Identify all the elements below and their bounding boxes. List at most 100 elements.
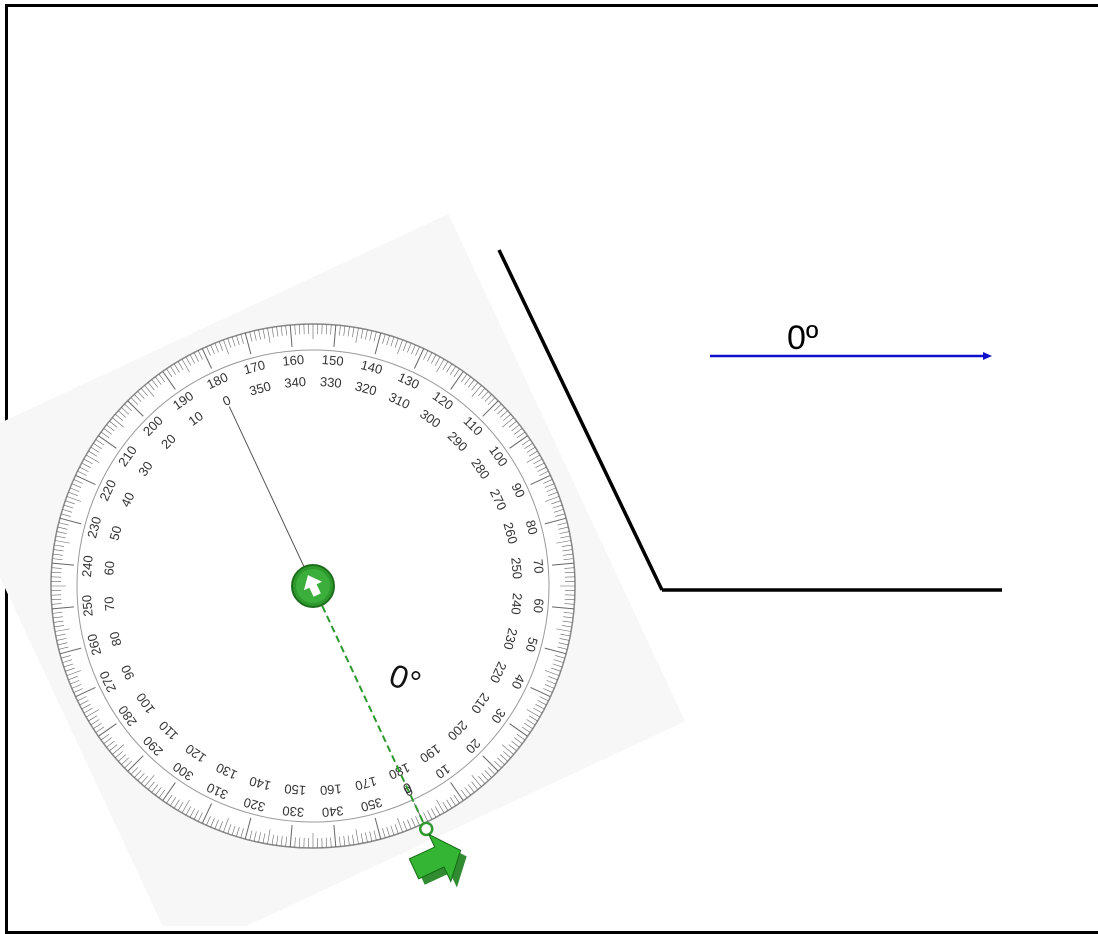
- protractor-tick: [544, 647, 567, 655]
- protractor-tick: [537, 466, 547, 472]
- protractor-tick: [193, 810, 199, 820]
- protractor-tick: [79, 700, 89, 706]
- protractor-tick: [526, 709, 541, 718]
- protractor-tick: [521, 726, 531, 733]
- protractor-tick: [95, 439, 105, 446]
- protractor-scale-label: 60: [101, 560, 117, 576]
- protractor-tick: [562, 549, 573, 552]
- protractor-tick: [544, 483, 555, 488]
- move-arrows-icon[interactable]: [291, 564, 335, 608]
- protractor-tick: [530, 474, 551, 486]
- protractor-tick: [561, 544, 572, 547]
- protractor-tick: [564, 603, 575, 605]
- protractor-zero-line: [228, 406, 314, 587]
- protractor-tick: [407, 342, 412, 353]
- protractor-tick: [560, 585, 575, 587]
- protractor-scale-label: 40: [118, 490, 138, 509]
- protractor-scale-label: 350: [248, 378, 273, 398]
- protractor-tick: [51, 562, 74, 566]
- protractor-tick: [276, 326, 279, 337]
- protractor-tick: [83, 458, 93, 465]
- protractor-tick: [478, 388, 486, 397]
- protractor-tick: [563, 558, 574, 560]
- protractor-tick: [484, 770, 492, 778]
- protractor-tick: [552, 606, 575, 610]
- protractor-tick: [382, 334, 386, 344]
- protractor-tick: [112, 417, 124, 428]
- protractor-tick: [109, 744, 118, 752]
- protractor-tick: [240, 334, 244, 344]
- protractor-tick: [56, 638, 67, 641]
- protractor-tick: [494, 403, 502, 412]
- protractor-scale-label: 50: [523, 636, 541, 654]
- protractor-tick: [482, 400, 499, 417]
- protractor-tick: [280, 836, 283, 847]
- protractor-tick: [427, 810, 433, 820]
- protractor-tick: [539, 696, 549, 702]
- protractor-tick: [100, 733, 110, 741]
- protractor-tick: [556, 540, 572, 544]
- protractor-scale-label: 160: [282, 352, 305, 369]
- protractor-tick: [93, 443, 102, 450]
- protractor-tick: [563, 553, 574, 556]
- protractor-tick: [158, 789, 166, 799]
- protractor-tick: [502, 413, 511, 421]
- protractor-tick: [147, 781, 155, 790]
- protractor-tick: [115, 413, 124, 421]
- protractor-scale-label: 320: [242, 795, 267, 815]
- protractor-tick: [415, 346, 420, 356]
- protractor-tick: [552, 562, 575, 566]
- measuring-arm-line[interactable]: [312, 585, 428, 830]
- reference-ray[interactable]: 0º: [710, 319, 992, 360]
- protractor-scale-label: 230: [84, 515, 104, 540]
- protractor-tick: [66, 670, 81, 676]
- protractor-tick: [166, 794, 173, 804]
- protractor-scale-label: 150: [284, 781, 307, 798]
- protractor-scale-label: 60: [531, 598, 547, 614]
- protractor-tick: [312, 324, 314, 339]
- protractor-tick: [88, 715, 98, 722]
- protractor-tick: [382, 828, 386, 838]
- protractor-tick: [526, 719, 536, 726]
- protractor-tick: [298, 324, 301, 335]
- protractor-tick: [509, 435, 528, 449]
- protractor-tick: [197, 350, 203, 360]
- protractor-tick: [546, 680, 557, 685]
- protractor-tick: [223, 339, 229, 354]
- angle-figure[interactable]: [497, 249, 1002, 592]
- protractor-tick: [509, 723, 528, 737]
- rotate-arrow-icon[interactable]: [403, 824, 476, 901]
- protractor-tick: [449, 797, 456, 806]
- protractor-tick: [166, 368, 173, 378]
- protractor-tick: [210, 344, 215, 355]
- protractor-tick: [487, 767, 496, 775]
- protractor-tick: [201, 348, 213, 369]
- protractor-tick: [446, 363, 453, 373]
- angle-arm-slanted[interactable]: [497, 249, 664, 591]
- protractor-tick: [548, 676, 558, 681]
- protractor-tick: [54, 540, 70, 544]
- protractor-scale-label: 80: [523, 518, 541, 536]
- protractor-tick: [535, 704, 545, 710]
- protractor-tick: [181, 358, 190, 373]
- protractor-tick: [54, 625, 65, 628]
- protractor-scale-label: 10: [433, 761, 453, 782]
- protractor-tick: [559, 638, 570, 641]
- protractor-tick: [127, 755, 144, 772]
- protractor-tick: [516, 733, 526, 741]
- protractor-tick: [562, 620, 573, 623]
- protractor-tick: [73, 688, 83, 693]
- protractor-tick: [140, 388, 148, 397]
- protractor-tick: [436, 799, 445, 814]
- protractor-tick: [98, 435, 117, 449]
- protractor-scale-label: 260: [500, 521, 520, 546]
- protractor-tick: [564, 598, 575, 601]
- protractor-tick: [294, 324, 296, 335]
- protractor-tick: [557, 522, 568, 526]
- protractor-tick: [330, 837, 332, 848]
- protractor-tick: [155, 376, 162, 385]
- protractor-tick: [553, 509, 564, 513]
- protractor-tick: [508, 420, 517, 428]
- protractor-scale-label: 250: [508, 557, 525, 580]
